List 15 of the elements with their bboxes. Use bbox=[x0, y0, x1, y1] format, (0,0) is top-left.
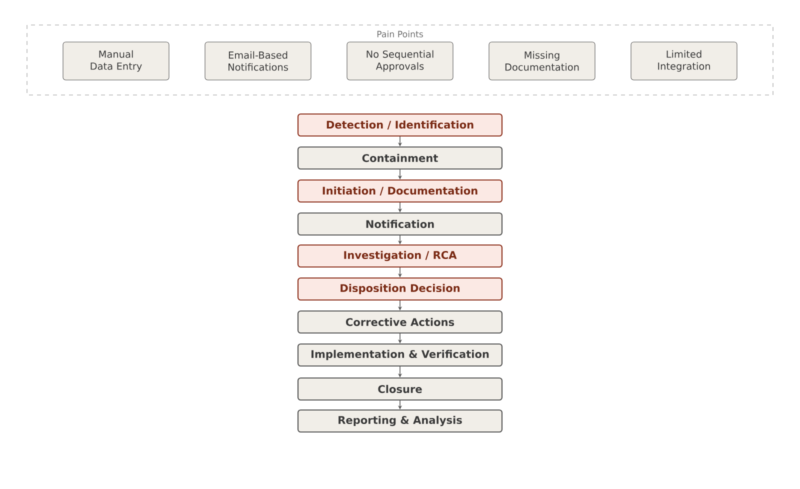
process-box: Containment bbox=[297, 146, 503, 170]
pain-point-box: Limited Integration bbox=[630, 42, 738, 80]
process-box: Notification bbox=[297, 212, 503, 236]
process-box: Disposition Decision bbox=[297, 277, 503, 301]
process-box: Detection / Identification bbox=[297, 113, 503, 137]
pain-point-box: Email-Based Notifications bbox=[204, 42, 312, 80]
pain-point-box: Missing Documentation bbox=[488, 42, 596, 80]
process-box: Initiation / Documentation bbox=[297, 179, 503, 203]
process-box: Reporting & Analysis bbox=[297, 409, 503, 433]
pain-point-box: Manual Data Entry bbox=[62, 42, 170, 80]
process-box: Corrective Actions bbox=[297, 310, 503, 334]
process-box: Closure bbox=[297, 377, 503, 401]
process-box: Implementation & Verification bbox=[297, 343, 503, 367]
pain-point-box: No Sequential Approvals bbox=[346, 42, 454, 80]
process-box: Investigation / RCA bbox=[297, 244, 503, 268]
